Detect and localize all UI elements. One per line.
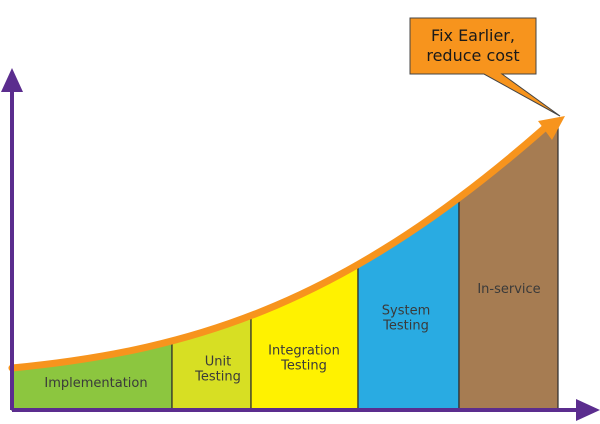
y-axis-arrowhead [1, 68, 23, 92]
x-axis-arrowhead [576, 399, 600, 421]
stage-label-implementation: Implementation [44, 376, 147, 391]
callout-shape [409, 17, 561, 117]
callout-text: Fix Earlier,reduce cost [426, 26, 519, 65]
stage-in-service [458, 124, 559, 411]
cost-curve [8, 121, 552, 372]
stage-integration-testing [250, 263, 359, 411]
callout-box: Fix Earlier,reduce cost [409, 17, 561, 117]
cost-curve-arrowhead [538, 116, 565, 140]
stage-label-in-service: In-service [477, 282, 540, 297]
